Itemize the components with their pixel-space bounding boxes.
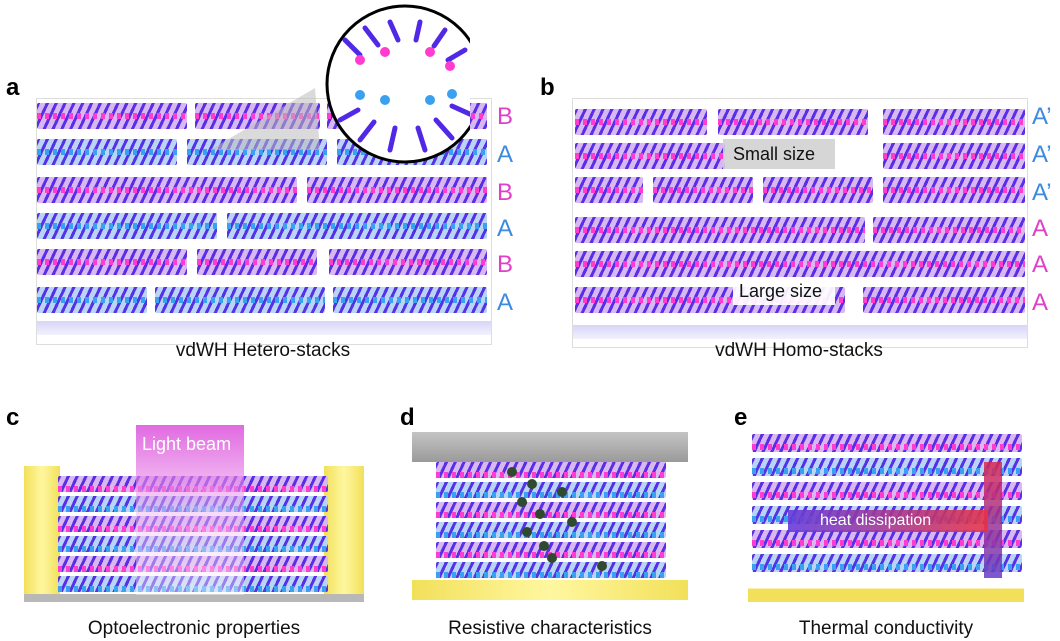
light-beam xyxy=(136,425,244,595)
layer-a-3b xyxy=(155,287,325,313)
layer xyxy=(436,562,666,578)
zoom-callout xyxy=(210,4,470,164)
layer-ap-3b xyxy=(653,177,753,203)
substrate xyxy=(37,321,491,335)
layer-a-1 xyxy=(575,217,865,243)
layer xyxy=(752,458,1022,476)
layer-b-2 xyxy=(37,177,297,203)
layer xyxy=(752,482,1022,500)
layer-a-2b xyxy=(227,213,487,239)
electrode-right xyxy=(324,466,364,596)
panel-label-a: a xyxy=(6,74,20,101)
heat-arrow-horizontal xyxy=(788,510,988,532)
panel-label-b: b xyxy=(540,74,555,101)
panel-label-c: c xyxy=(6,404,20,431)
electrode-left xyxy=(24,466,60,596)
device-diagram-e xyxy=(748,432,1024,602)
layer xyxy=(436,502,666,518)
layer-tag: A xyxy=(1032,289,1049,316)
heat-arrow-vertical xyxy=(984,462,1002,578)
layer-a-2 xyxy=(37,213,217,239)
caption-a: vdWH Hetero-stacks xyxy=(175,340,351,361)
device-diagram-d xyxy=(412,462,688,600)
caption-c: Optoelectronic properties xyxy=(87,618,301,639)
layer xyxy=(436,522,666,538)
layer-ap-1c xyxy=(883,109,1025,135)
panel-label-e: e xyxy=(734,404,748,431)
layer xyxy=(752,434,1022,452)
heat-dissipation-label: heat dissipation xyxy=(820,512,932,529)
layer-a-3b xyxy=(863,287,1025,313)
layer-ap-2b xyxy=(883,143,1025,169)
layer-tag: B xyxy=(497,179,514,206)
light-beam-label: Light beam xyxy=(142,434,232,454)
layer xyxy=(752,530,1022,548)
layer-ap-3d xyxy=(883,177,1025,203)
caption-e: Thermal conductivity xyxy=(798,618,974,639)
layer-tag: A xyxy=(1032,215,1049,242)
layer-ap-1b xyxy=(718,109,868,135)
layer-tag: B xyxy=(497,103,514,130)
caption-b: vdWH Homo-stacks xyxy=(715,340,883,361)
layer-ap-3 xyxy=(575,177,643,203)
layer-a-1 xyxy=(37,139,177,165)
layer-tag: B xyxy=(497,251,514,278)
layer xyxy=(436,462,666,478)
layer-b-2b xyxy=(307,177,487,203)
small-size-label: Small size xyxy=(733,144,816,164)
layer-tag: A’ xyxy=(1032,141,1052,168)
layer-a-1b xyxy=(873,217,1025,243)
layer-tag: A xyxy=(497,141,514,168)
ion-particles xyxy=(507,467,607,571)
substrate xyxy=(24,594,364,602)
layer-ap-1 xyxy=(575,109,707,135)
layer-a-3c xyxy=(333,287,487,313)
layer-b-1 xyxy=(37,103,187,129)
small-size-box xyxy=(723,139,835,169)
layer-tag: A’ xyxy=(1032,103,1052,130)
layer-b-3 xyxy=(37,249,187,275)
layer-tag: A xyxy=(1032,251,1049,278)
layer-a-2 xyxy=(575,251,1025,277)
top-electrode xyxy=(412,432,688,462)
layer-b-3b xyxy=(197,249,317,275)
layer-b-3c xyxy=(329,249,487,275)
substrate xyxy=(573,325,1027,339)
layer-tag: A’ xyxy=(1032,179,1052,206)
layer-ap-3c xyxy=(763,177,873,203)
layer-a-3 xyxy=(37,287,147,313)
layer-tag: A xyxy=(497,289,514,316)
layer xyxy=(436,482,666,498)
large-size-label: Large size xyxy=(739,281,823,301)
large-size-box xyxy=(733,277,835,305)
layer-ap-2 xyxy=(575,143,725,169)
homo-stack-diagram: Small size Large size xyxy=(572,98,1028,348)
bottom-electrode xyxy=(412,580,688,600)
layer-tag: A xyxy=(497,215,514,242)
panel-label-d: d xyxy=(400,404,415,431)
caption-d: Resistive characteristics xyxy=(448,618,652,639)
layer xyxy=(752,554,1022,572)
